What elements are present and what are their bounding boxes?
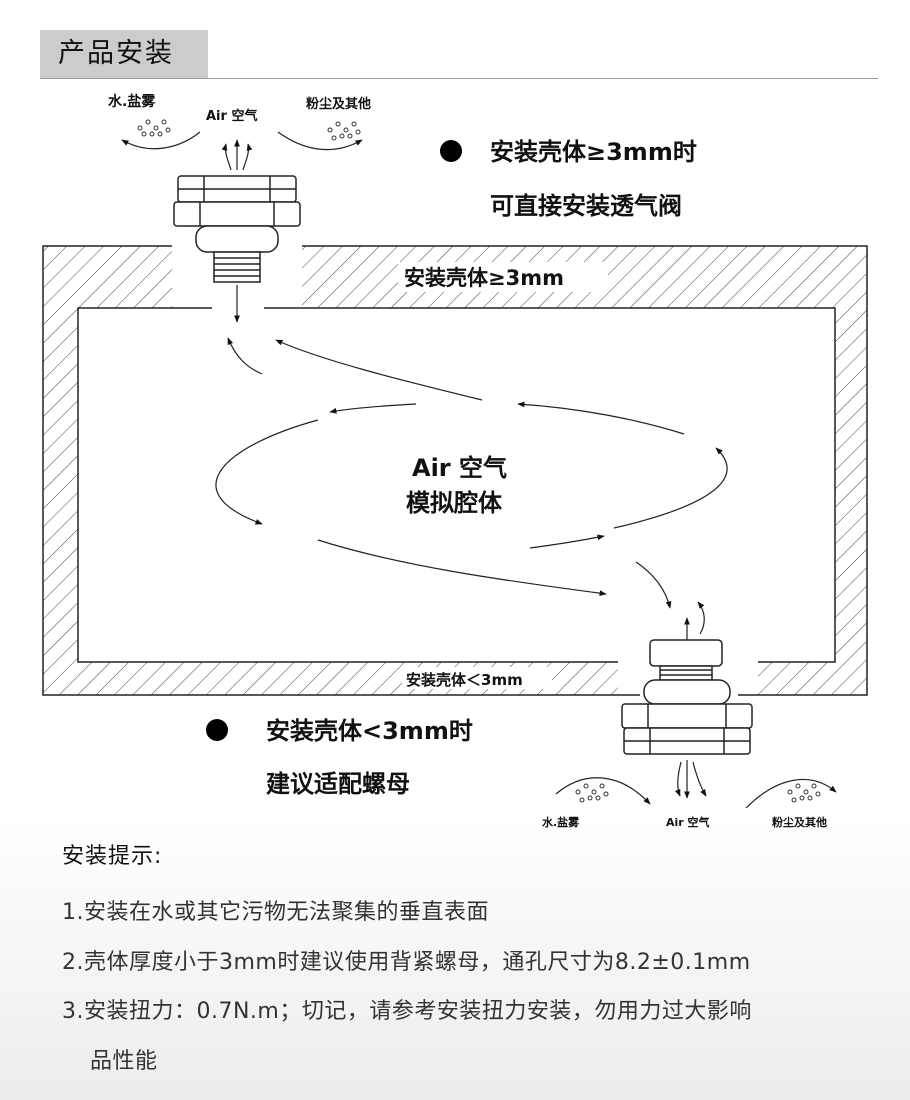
wall-thick-label: 安装壳体≥3mm xyxy=(404,266,564,290)
installation-diagram: 安装壳体≥3mm 安装壳体＜3mm 水.盐雾 Air 空气 粉尘及其他 安装壳体… xyxy=(42,93,868,829)
bottom-water-label: 水.盐雾 xyxy=(542,815,580,829)
tip-item: 2.壳体厚度小于3mm时建议使用背紧螺母，通孔尺寸为8.2±0.1mm xyxy=(62,950,751,975)
tips-title: 安装提示: xyxy=(62,844,163,869)
note-thick-line1: 安装壳体≥3mm时 xyxy=(490,138,697,166)
top-air-label: Air 空气 xyxy=(206,108,257,124)
top-vent-valve xyxy=(173,175,301,283)
air-flow-arrows xyxy=(215,337,728,635)
note-thin-line2: 建议适配螺母 xyxy=(266,770,410,798)
note-thin-line1: 安装壳体<3mm时 xyxy=(266,717,473,745)
tip-item: 品性能 xyxy=(90,1049,158,1074)
water-droplets-icon xyxy=(137,119,171,137)
tip-item: 3.安装扭力：0.7N.m；切记，请参考安装扭力安装，勿用力过大影响 xyxy=(62,999,752,1024)
bottom-vent-valve xyxy=(621,639,753,755)
cavity-label-line1: Air 空气 xyxy=(412,454,507,482)
section-title: 产品安装 xyxy=(58,38,174,69)
dust-particles-icon xyxy=(787,783,821,803)
top-dust-label: 粉尘及其他 xyxy=(306,96,371,112)
bullet-dot xyxy=(206,719,228,741)
header-divider xyxy=(40,78,878,79)
bottom-air-label: Air 空气 xyxy=(666,815,710,829)
cavity-label-line2: 模拟腔体 xyxy=(406,489,503,517)
section-header-tab xyxy=(40,30,208,78)
wall-thin-label: 安装壳体＜3mm xyxy=(406,671,523,689)
housing-wall xyxy=(42,245,868,696)
dust-particles-icon xyxy=(327,121,361,141)
note-thick-line2: 可直接安装透气阀 xyxy=(490,192,682,220)
bullet-dot xyxy=(440,140,462,162)
bottom-dust-label: 粉尘及其他 xyxy=(772,815,827,829)
top-water-label: 水.盐雾 xyxy=(108,93,156,110)
background-fade xyxy=(0,820,910,1100)
tip-item: 1.安装在水或其它污物无法聚集的垂直表面 xyxy=(62,900,489,925)
water-droplets-icon xyxy=(575,783,609,803)
